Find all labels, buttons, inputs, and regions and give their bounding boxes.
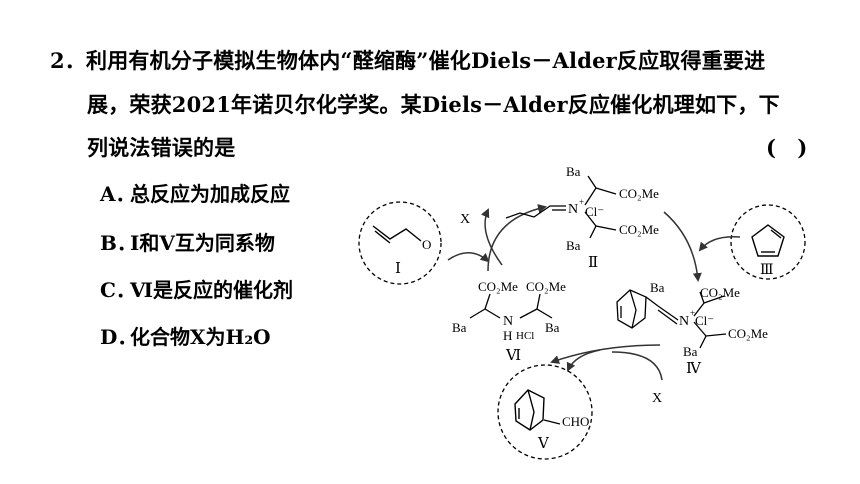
- arrow-x-out: [481, 208, 503, 266]
- compound-vi-co2me-right: CO₂Me: [526, 279, 566, 294]
- cyclopentadiene-structure: [751, 224, 785, 257]
- arrow-vi-to-ii: [487, 204, 547, 272]
- arrow-x-in: [611, 351, 663, 381]
- compound-ii-cl: Cl⁻: [585, 204, 604, 219]
- option-c-letter: C．: [100, 278, 136, 302]
- arrow-v-out: [566, 349, 601, 372]
- compound-v-cho: CHO: [562, 414, 589, 429]
- label-vi: Ⅵ: [505, 348, 521, 364]
- compound-iv-ba-top: Ba: [650, 280, 665, 295]
- compound-iv-bonds: [616, 289, 727, 349]
- compound-iv-n: N: [679, 314, 689, 329]
- compound-vi-ba-right: Ba: [545, 320, 560, 335]
- acrolein-o: O: [422, 237, 431, 252]
- question-line-1: 2．利用有机分子模拟生物体内“醛缩酶”催化Diels－Alder反应取得重要进: [50, 47, 765, 75]
- option-d-text: 化合物X为H₂O: [130, 325, 271, 349]
- option-b-text: Ⅰ和Ⅴ互为同系物: [130, 231, 275, 255]
- compound-vi-n: N: [503, 314, 513, 329]
- compound-iv-co2me-bottom: CO₂Me: [728, 326, 768, 341]
- compound-ii-n: N: [568, 202, 578, 217]
- compound-ii-co2me-top: CO₂Me: [619, 186, 659, 201]
- compound-vi-hcl: HCl: [516, 330, 534, 342]
- arrow-i-in: [447, 252, 490, 263]
- compound-i: O Ⅰ: [358, 201, 442, 285]
- option-d: D．化合物X为H₂O: [100, 324, 271, 350]
- acrolein-structure: [372, 225, 422, 244]
- label-i: Ⅰ: [395, 261, 401, 277]
- compound-iii: Ⅲ: [730, 204, 806, 280]
- label-iv: Ⅳ: [686, 361, 702, 377]
- compound-v: CHO Ⅴ: [497, 364, 593, 460]
- compound-ii-co2me-bottom: CO₂Me: [619, 222, 659, 237]
- option-a: A．总反应为加成反应: [100, 181, 290, 207]
- compound-iv-ba-bottom: Ba: [683, 344, 698, 359]
- compound-vi-co2me-left: CO₂Me: [478, 279, 518, 294]
- question-stem-1: 利用有机分子模拟生物体内“醛缩酶”催化Diels－Alder反应取得重要进: [86, 48, 766, 73]
- label-x-bottom: X: [652, 391, 662, 406]
- compound-iv-cl: Cl⁻: [695, 313, 714, 328]
- label-v: Ⅴ: [537, 436, 550, 452]
- compound-ii-ba-top: Ba: [566, 164, 581, 179]
- question-line-2: 展，荣获2021年诺贝尔化学奖。某Diels－Alder反应催化机理如下，下: [87, 92, 780, 117]
- compound-iv-co2me-top: CO₂Me: [700, 285, 740, 300]
- compound-ii-bonds: [505, 175, 617, 239]
- compound-iv: Ba CO₂Me N + Cl⁻ CO₂Me Ba Ⅳ: [616, 280, 768, 377]
- compound-vi-bonds: [469, 293, 553, 319]
- label-ii: Ⅱ: [588, 255, 598, 271]
- arrow-iv-to-vi: [550, 344, 661, 364]
- option-b: B．Ⅰ和Ⅴ互为同系物: [100, 230, 275, 256]
- option-c-text: Ⅵ是反应的催化剂: [130, 278, 293, 302]
- compound-v-circle: [497, 364, 593, 460]
- label-x-top: X: [460, 212, 470, 227]
- norbornene-aldehyde-structure: [514, 389, 561, 431]
- option-c: C．Ⅵ是反应的催化剂: [100, 277, 293, 303]
- compound-iv-plus: +: [690, 308, 695, 318]
- compound-i-circle: [358, 201, 442, 285]
- label-iii: Ⅲ: [760, 263, 774, 278]
- arrow-iii-in: [698, 236, 741, 252]
- arrow-ii-to-iv: [663, 211, 702, 282]
- answer-bracket: ( ): [766, 135, 808, 160]
- compound-vi: CO₂Me CO₂Me Ba Ba N H HCl Ⅵ: [452, 279, 566, 364]
- question-line-3: 列说法错误的是: [87, 135, 236, 160]
- compound-ii: Ba CO₂Me N + Cl⁻ CO₂Me Ba Ⅱ: [505, 164, 659, 271]
- compound-vi-h: H: [503, 328, 512, 343]
- question-number: 2．: [50, 48, 87, 73]
- compound-ii-ba-bottom: Ba: [566, 238, 581, 253]
- compound-iii-circle: [730, 204, 806, 280]
- option-a-text: 总反应为加成反应: [130, 182, 290, 206]
- compound-vi-ba-left: Ba: [452, 320, 467, 335]
- compound-ii-plus: +: [579, 197, 584, 207]
- option-a-letter: A．: [100, 182, 136, 206]
